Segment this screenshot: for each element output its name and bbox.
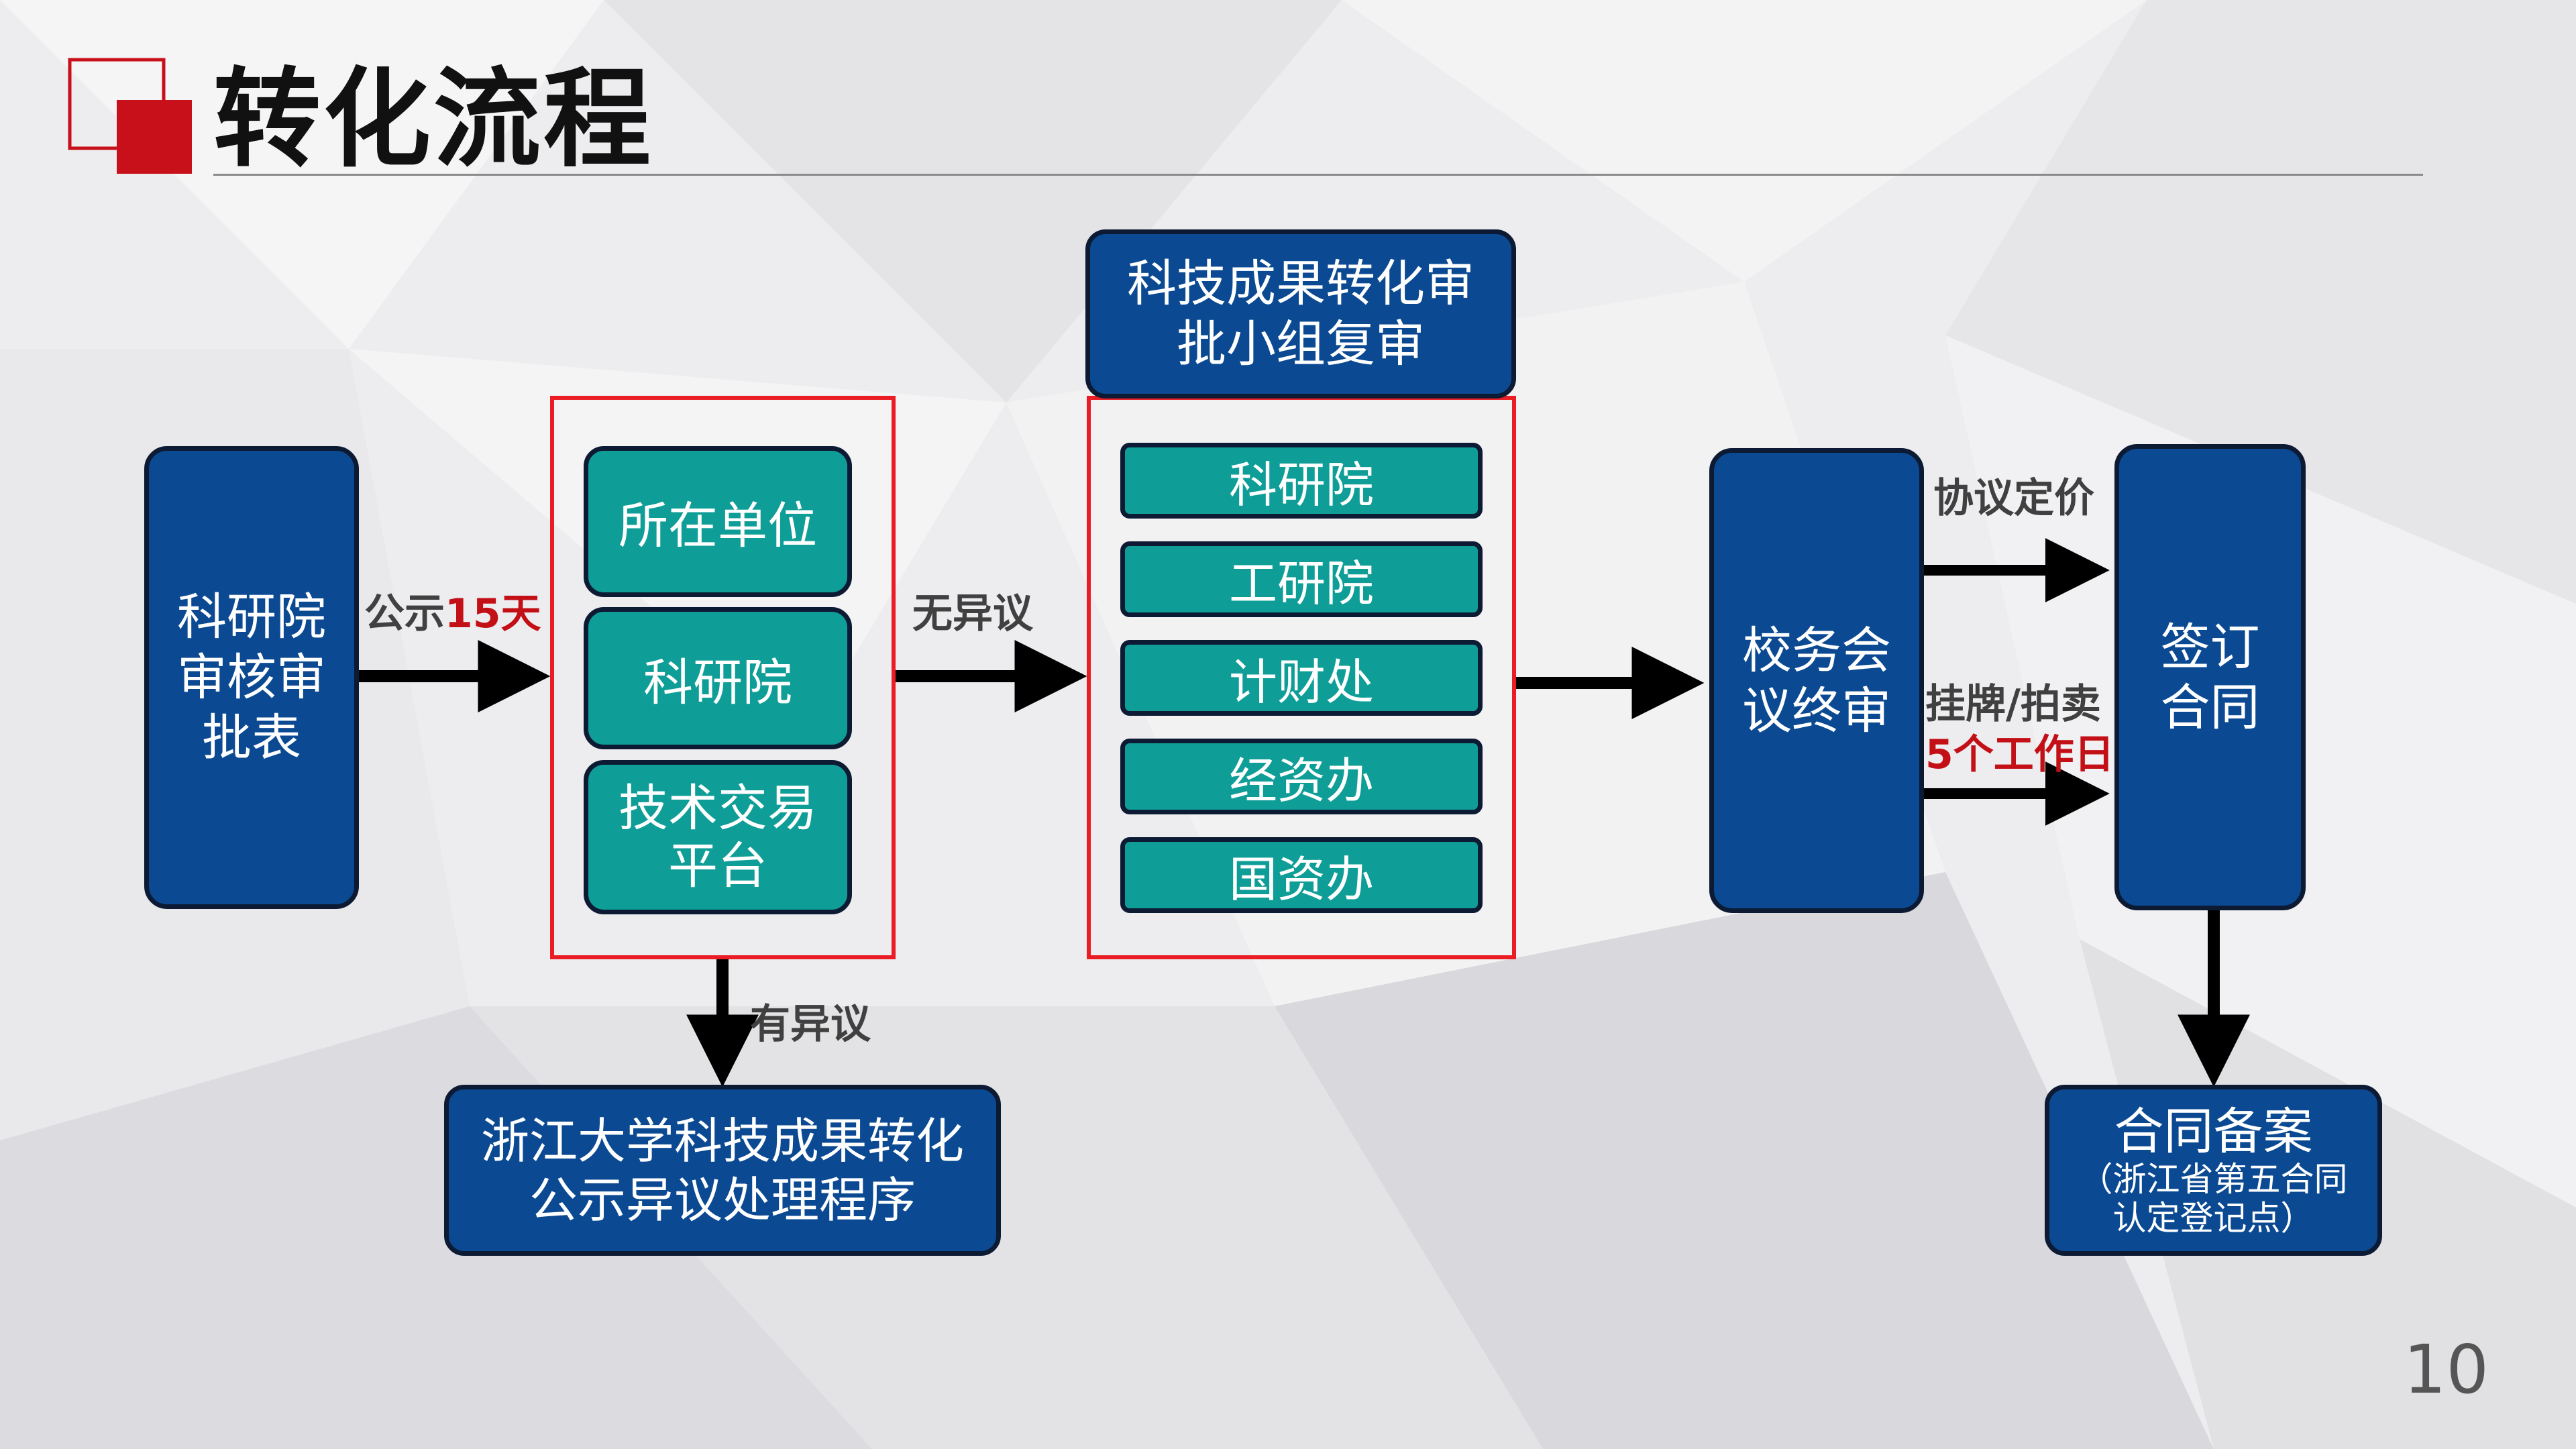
title-divider — [213, 174, 2423, 176]
review-state-asset-office: 国资办 — [1120, 837, 1483, 913]
page-number: 10 — [2403, 1330, 2489, 1409]
negotiated-price-label: 协议定价 — [1933, 475, 2094, 522]
unit-node: 所在单位 — [584, 446, 852, 597]
five-workdays-label: 5个工作日 — [1925, 731, 2114, 778]
tech-trading-platform-node: 技术交易 平台 — [584, 760, 852, 914]
review-finance-office: 计财处 — [1120, 640, 1483, 716]
publicity-units-frame — [550, 396, 896, 959]
review-group-node: 科技成果转化审 批小组复审 — [1085, 229, 1516, 398]
has-objection-label: 有异议 — [750, 1001, 871, 1048]
publicity-label: 公示15天 — [364, 587, 541, 641]
contract-filing-node: 合同备案 （浙江省第五合同 认定登记点） — [2045, 1085, 2382, 1256]
review-asset-office: 经资办 — [1120, 739, 1483, 814]
sign-contract-node: 签订 合同 — [2114, 444, 2306, 910]
contract-filing-title: 合同备案 — [2114, 1102, 2313, 1161]
publicity-prefix: 公示 — [364, 590, 445, 637]
page-title: 转化流程 — [213, 56, 654, 182]
review-research-institute: 科研院 — [1120, 443, 1483, 519]
contract-filing-note: （浙江省第五合同 认定登记点） — [2079, 1159, 2348, 1238]
publicity-days: 15天 — [445, 590, 541, 637]
objection-procedure-node: 浙江大学科技成果转化 公示异议处理程序 — [444, 1085, 1001, 1256]
research-institute-node: 科研院 — [584, 607, 852, 749]
review-engineering-institute: 工研院 — [1120, 541, 1483, 617]
listing-auction-label: 挂牌/拍卖 — [1925, 681, 2101, 728]
approval-form-node: 科研院 审核审 批表 — [144, 446, 359, 909]
title-logo-squares — [68, 58, 192, 174]
no-objection-label: 无异议 — [912, 590, 1033, 637]
school-meeting-node: 校务会 议终审 — [1709, 448, 1924, 913]
